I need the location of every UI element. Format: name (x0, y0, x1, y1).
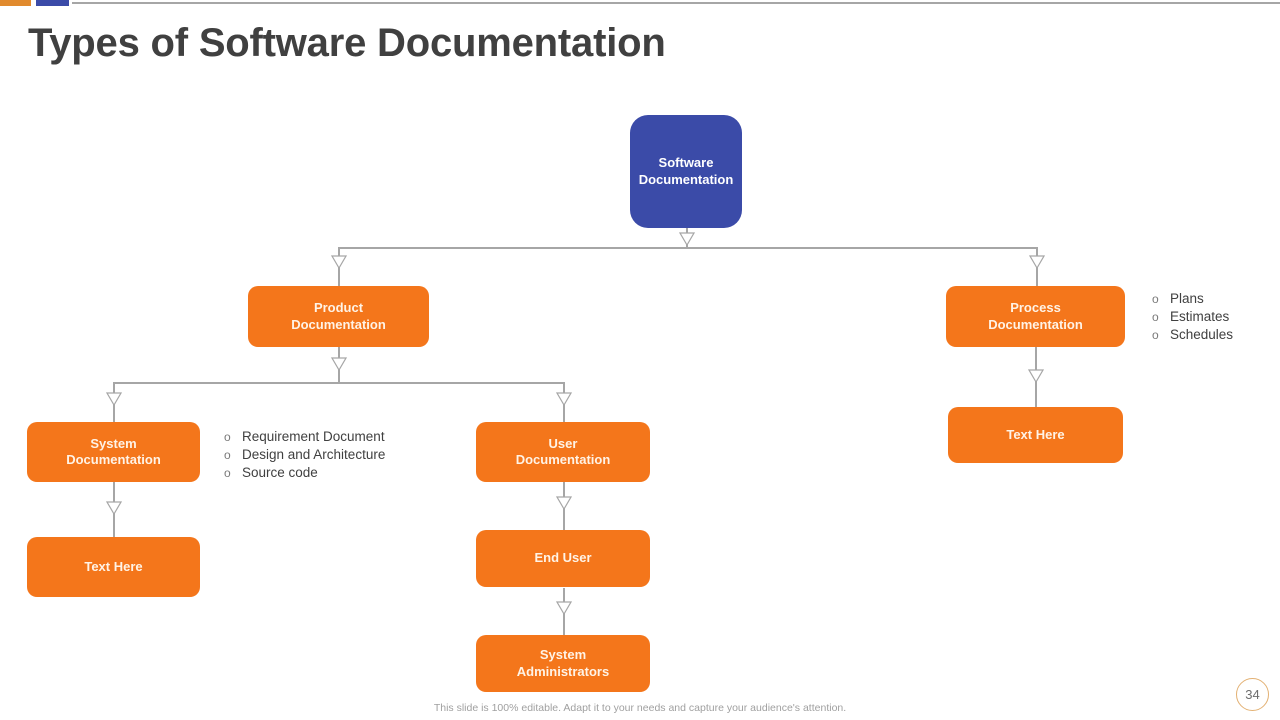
bullet-marker-icon: o (224, 448, 231, 462)
list-item-label: Requirement Document (242, 429, 385, 444)
arrow-process-text-down (1028, 369, 1044, 383)
list-item-label: Design and Architecture (242, 447, 386, 462)
arrow-process-down (1029, 255, 1045, 269)
accent-segment-blue (36, 0, 69, 6)
node-system-text-here-label: Text Here (84, 558, 143, 574)
list-item: o Plans (1152, 290, 1233, 308)
list-item: o Design and Architecture (224, 446, 385, 464)
arrow-admin-down (556, 601, 572, 615)
connector-trunk-level1 (338, 247, 1037, 249)
arrow-product-stem-down (331, 357, 347, 371)
page-title: Types of Software Documentation (28, 21, 666, 65)
list-item: o Requirement Document (224, 428, 385, 446)
connector-trunk-level2 (113, 382, 564, 384)
arrow-product-down (331, 255, 347, 269)
arrow-enduser-down (556, 496, 572, 510)
list-item-label: Plans (1170, 291, 1204, 306)
node-process-text-here[interactable]: Text Here (948, 407, 1123, 463)
node-process-text-here-label: Text Here (1006, 426, 1065, 442)
arrow-user-doc-down (556, 392, 572, 406)
bullet-marker-icon: o (1152, 310, 1159, 324)
bullet-marker-icon: o (224, 430, 231, 444)
bullet-list-process: o Plans o Estimates o Schedules (1152, 290, 1233, 344)
node-system-text-here[interactable]: Text Here (27, 537, 200, 597)
list-item: o Source code (224, 464, 385, 482)
arrow-root-down (679, 232, 695, 246)
bullet-marker-icon: o (1152, 328, 1159, 342)
page-number-badge: 34 (1236, 678, 1269, 711)
arrow-system-text-down (106, 501, 122, 515)
bullet-marker-icon: o (224, 466, 231, 480)
list-item-label: Schedules (1170, 327, 1234, 342)
footer-note: This slide is 100% editable. Adapt it to… (433, 702, 847, 714)
list-item-label: Source code (242, 465, 318, 480)
arrow-system-doc-down (106, 392, 122, 406)
accent-segment-orange (0, 0, 31, 6)
node-end-user[interactable]: End User (476, 530, 650, 587)
list-item-label: Estimates (1170, 309, 1230, 324)
list-item: o Schedules (1152, 326, 1233, 344)
bullet-list-system: o Requirement Document o Design and Arch… (224, 428, 385, 482)
top-accent-bar (0, 0, 1280, 8)
accent-rule-line (72, 2, 1280, 4)
list-item: o Estimates (1152, 308, 1233, 326)
bullet-marker-icon: o (1152, 292, 1159, 306)
node-end-user-label: End User (534, 550, 592, 566)
